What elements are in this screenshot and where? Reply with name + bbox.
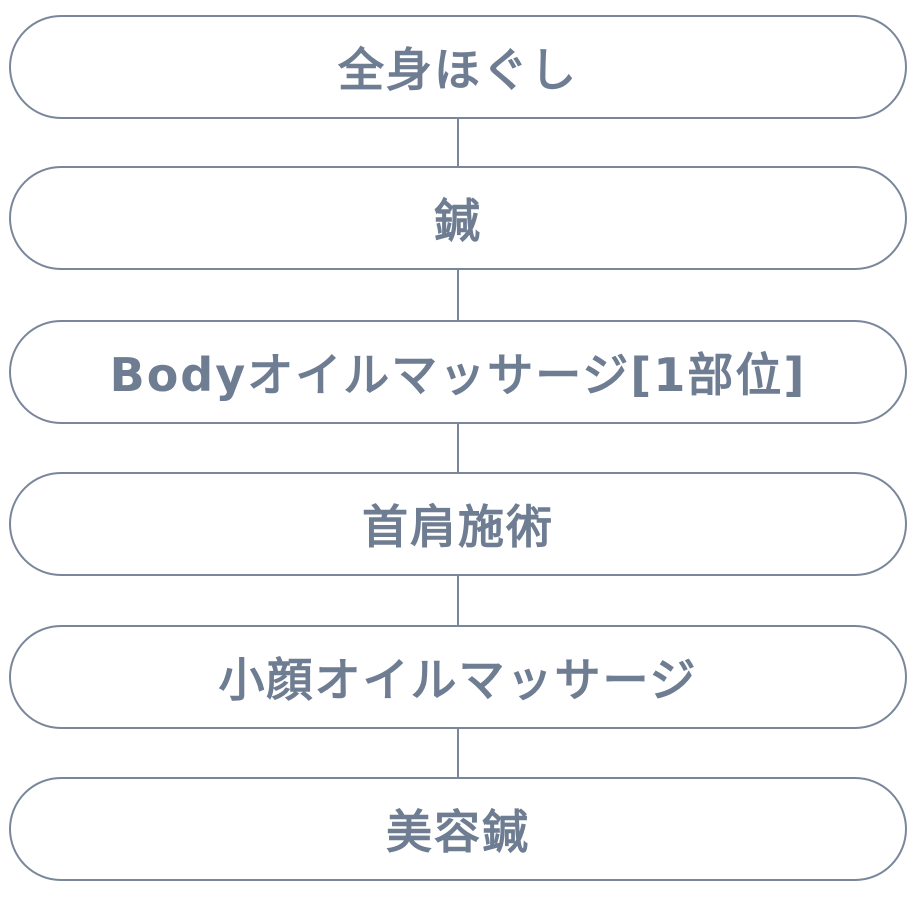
step-body-oil-massage: Bodyオイルマッサージ[1部位] <box>9 320 907 424</box>
step-label: 全身ほぐし <box>338 43 578 97</box>
step-small-face-oil-massage: 小顔オイルマッサージ <box>9 625 907 729</box>
connector-line <box>457 270 459 320</box>
step-label: 首肩施術 <box>362 500 554 554</box>
connector-line <box>457 424 459 472</box>
step-label: Bodyオイルマッサージ[1部位] <box>109 348 807 402</box>
connector-line <box>457 576 459 625</box>
step-full-body-loosening: 全身ほぐし <box>9 15 907 119</box>
step-label: 美容鍼 <box>386 805 530 859</box>
connector-line <box>457 729 459 777</box>
step-cosmetic-acupuncture: 美容鍼 <box>9 777 907 881</box>
step-label: 小顔オイルマッサージ <box>218 653 698 707</box>
step-neck-shoulder-treatment: 首肩施術 <box>9 472 907 576</box>
step-label: 鍼 <box>434 194 482 248</box>
connector-line <box>457 119 459 166</box>
step-acupuncture: 鍼 <box>9 166 907 270</box>
